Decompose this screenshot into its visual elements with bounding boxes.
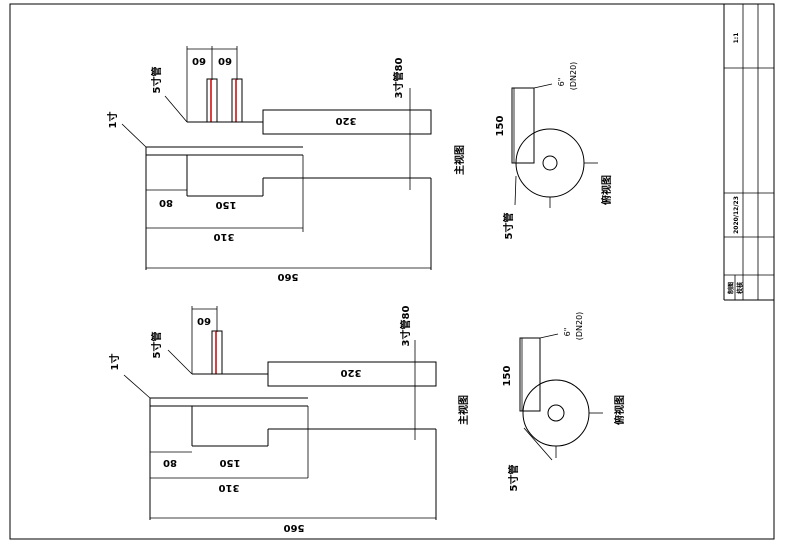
dim-310: 310	[214, 231, 235, 242]
dim-60b: 60	[218, 55, 232, 66]
drawing-border	[9, 3, 775, 540]
drawn-by-label: 制图	[727, 282, 735, 294]
pipe-5-label: 5寸管	[150, 332, 163, 359]
pipe-top-label: 3寸管80	[392, 58, 405, 99]
side-dim-150: 150	[502, 366, 513, 387]
side-pipe-label: 5寸管	[507, 465, 520, 492]
dim-80: 80	[163, 457, 177, 468]
pipe-1-label: 1寸	[106, 112, 119, 129]
top-view-label: 俯视图	[613, 395, 626, 425]
side-dn: (DN20)	[575, 312, 584, 341]
pipe-5-label: 5寸管	[150, 67, 163, 94]
bore-circle	[542, 155, 558, 171]
flange-circle	[522, 379, 590, 447]
scale-label: 1:1	[733, 33, 740, 44]
pipe-top-label: 3寸管80	[399, 306, 412, 347]
pipe-1-label: 1寸	[108, 354, 121, 371]
side-quarter: 6"	[557, 78, 566, 87]
side-quarter: 6"	[563, 328, 572, 337]
bore-circle	[547, 404, 565, 422]
dim-560: 560	[284, 522, 305, 533]
dim-60a: 60	[197, 315, 211, 326]
dim-150: 150	[220, 457, 241, 468]
side-dn: (DN20)	[569, 62, 578, 91]
upper-box-320	[267, 361, 437, 387]
dim-150: 150	[216, 199, 237, 210]
side-dim-150: 150	[495, 116, 506, 137]
dim-80: 80	[159, 197, 173, 208]
checked-by-label: 校核	[736, 282, 744, 294]
view-1-side: 主视图 6" (DN20) 150 俯视图 5寸管	[453, 62, 613, 240]
date-label: 2020/12/23	[733, 196, 740, 234]
main-view-label: 主视图	[457, 395, 470, 425]
dim-320: 320	[336, 115, 357, 126]
main-view-label: 主视图	[453, 145, 466, 175]
side-pipe-label: 5寸管	[502, 213, 515, 240]
view-2-main: 60 5寸管 320 3寸管80 1寸 80 150 310 560	[108, 306, 437, 533]
small-pipe-b	[231, 78, 243, 123]
dim-60a: 60	[192, 55, 206, 66]
upper-box-320	[262, 109, 432, 135]
dim-320: 320	[341, 367, 362, 378]
dim-310: 310	[219, 482, 240, 493]
view-2-side: 主视图 6" (DN20) 150 俯视图 5寸管	[457, 312, 626, 492]
small-pipe-single	[211, 330, 223, 375]
top-view-label: 俯视图	[600, 175, 613, 205]
title-block: 1:1 2020/12/23 制图 校核	[723, 4, 774, 301]
dim-560: 560	[278, 271, 299, 282]
view-1-main: 60 60 5寸管 320 3寸管80 1寸 80 150 310	[106, 46, 432, 282]
small-pipe-a	[206, 78, 218, 123]
